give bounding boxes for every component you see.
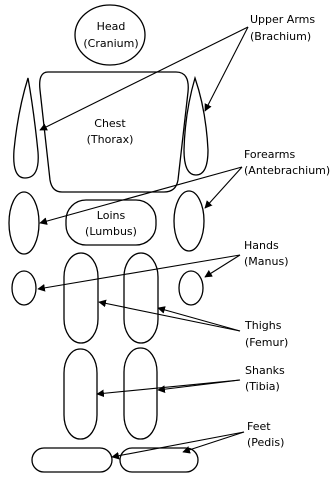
left-forearm-shape xyxy=(9,192,39,254)
upper-arms-label: Upper Arms xyxy=(250,13,315,26)
right-thigh-shape xyxy=(124,253,158,343)
right-shank-shape xyxy=(124,348,157,439)
thighs-label: Thighs xyxy=(244,319,282,332)
head-latin-label: (Cranium) xyxy=(83,37,138,50)
loins-shape xyxy=(66,200,156,245)
left-upper-arm-shape xyxy=(14,78,39,178)
label-hands: Hands (Manus) xyxy=(244,239,289,268)
shanks-latin-label: (Tibia) xyxy=(245,380,280,393)
right-foot-shape xyxy=(120,448,198,472)
left-shank-shape xyxy=(64,349,97,439)
chest-latin-label: (Thorax) xyxy=(87,133,134,146)
thighs-latin-label: (Femur) xyxy=(245,336,288,349)
label-upper-arms: Upper Arms (Brachium) xyxy=(250,13,315,43)
head-shape xyxy=(75,5,145,65)
loins-label: Loins xyxy=(97,209,126,222)
right-hand-shape xyxy=(179,271,203,305)
head-label: Head xyxy=(97,20,126,33)
left-hand-shape xyxy=(12,271,36,305)
hands-latin-label: (Manus) xyxy=(244,255,289,268)
left-thigh-shape xyxy=(64,253,98,343)
forearms-label: Forearms xyxy=(244,148,295,161)
hands-label: Hands xyxy=(244,239,279,252)
shanks-label: Shanks xyxy=(245,364,285,377)
label-shanks: Shanks (Tibia) xyxy=(245,364,285,393)
label-feet: Feet (Pedis) xyxy=(247,420,284,449)
chest-shape xyxy=(40,72,189,192)
forearms-latin-label: (Antebrachium) xyxy=(244,164,330,177)
chest-label: Chest xyxy=(94,117,126,130)
feet-latin-label: (Pedis) xyxy=(247,436,284,449)
left-foot-shape xyxy=(32,448,112,472)
loins-latin-label: (Lumbus) xyxy=(85,225,137,238)
label-thighs: Thighs (Femur) xyxy=(244,319,288,349)
upper-arms-latin-label: (Brachium) xyxy=(250,30,311,43)
right-forearm-shape xyxy=(174,191,204,251)
feet-label: Feet xyxy=(247,420,271,433)
label-forearms: Forearms (Antebrachium) xyxy=(244,148,330,177)
